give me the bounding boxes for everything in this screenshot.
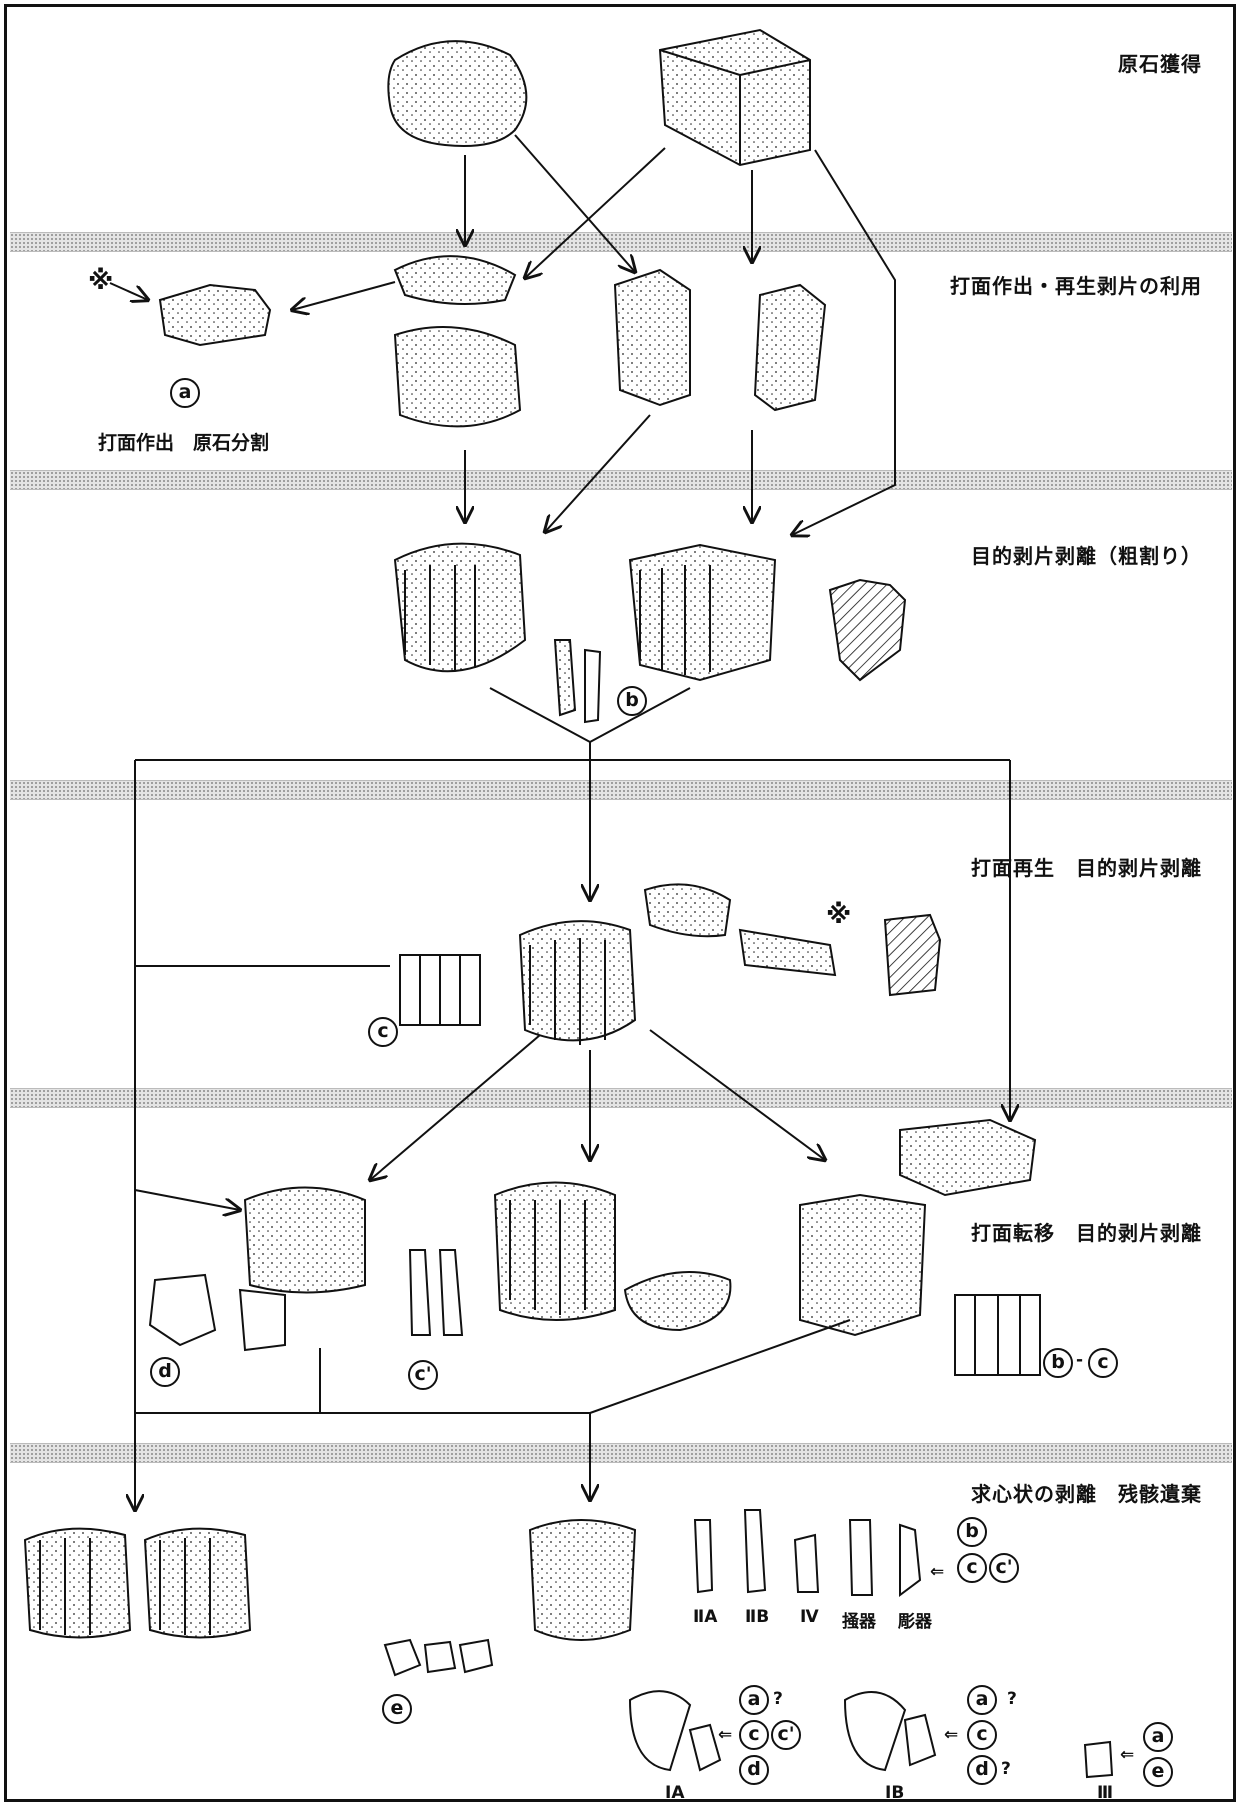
split-stone-2 xyxy=(755,285,825,410)
tool-IA-small xyxy=(690,1725,720,1770)
tool-IV xyxy=(795,1535,818,1592)
circle-label-d: d xyxy=(739,1755,769,1785)
blade-core-1 xyxy=(395,544,525,672)
circle-label-e: e xyxy=(382,1694,412,1724)
derivation-arrow: ⇐ xyxy=(930,1562,944,1582)
circle-label-a: a xyxy=(967,1685,997,1715)
tool-name-IIA: ⅡA xyxy=(693,1607,717,1627)
raw-stone-cube xyxy=(660,30,810,165)
stage-label-centripetal-discard: 求心状の剥離 残骸遺棄 xyxy=(971,1478,1202,1507)
tool-name-IV: Ⅳ xyxy=(800,1607,819,1627)
tool-IIA xyxy=(695,1520,712,1592)
tool-name-scraper: 掻器 xyxy=(842,1607,876,1632)
tool-name-IIB: ⅡB xyxy=(745,1607,769,1627)
tool-name-III: Ⅲ xyxy=(1097,1783,1113,1803)
circle-label-b: b xyxy=(957,1517,987,1547)
circle-label-a: a xyxy=(1143,1722,1173,1752)
platform-slab xyxy=(900,1120,1035,1195)
tool-name-graver: 彫器 xyxy=(898,1607,932,1632)
tool-III xyxy=(1085,1742,1112,1777)
circle-label-a: a xyxy=(170,378,200,408)
question-mark: ? xyxy=(1007,1689,1017,1709)
platform-flake xyxy=(395,256,515,304)
asterisk-mark: ※ xyxy=(88,266,113,296)
stage-label-raw-material: 原石獲得 xyxy=(1118,48,1202,77)
tool-IB-small xyxy=(905,1715,935,1765)
tool-name-IB: ⅠB xyxy=(885,1783,904,1803)
tool-IA-large xyxy=(630,1691,690,1770)
stage-label-platform-shift: 打面転移 目的剥片剥離 xyxy=(971,1217,1202,1246)
stage-label-rough-blade-removal: 目的剥片剥離（粗割り） xyxy=(971,540,1202,569)
core-c-prime xyxy=(495,1183,615,1321)
circle-label-c-prime: c' xyxy=(989,1553,1019,1583)
asterisk-mark: ※ xyxy=(826,900,851,930)
split-stone-1 xyxy=(615,270,690,405)
platform-split-label: 打面作出 原石分割 xyxy=(98,428,269,455)
circle-label-a: a xyxy=(739,1685,769,1715)
flake-oval xyxy=(625,1272,730,1330)
blade-core-2 xyxy=(630,545,775,680)
core-d xyxy=(245,1188,365,1293)
rejuvenation-flake xyxy=(830,580,905,680)
rejuv-flake-2 xyxy=(740,930,835,975)
stage-label-platform-preparation: 打面作出・再生剥片の利用 xyxy=(950,270,1202,299)
derivation-arrow: ⇐ xyxy=(944,1725,958,1745)
centripetal-core xyxy=(530,1520,635,1640)
circle-label-b: b xyxy=(1043,1348,1073,1378)
tool-IIB xyxy=(745,1510,765,1592)
central-blade-core xyxy=(520,921,635,1040)
tool-name-IA: ⅠA xyxy=(665,1783,684,1803)
rejuv-flake-3 xyxy=(885,915,940,995)
tool-scraper xyxy=(850,1520,872,1595)
tool-IB-large xyxy=(845,1692,905,1770)
platform-core-left xyxy=(160,285,270,345)
core-b-c xyxy=(800,1195,925,1335)
circle-label-e: e xyxy=(1143,1757,1173,1787)
question-mark: ? xyxy=(773,1689,783,1709)
blade-b2 xyxy=(585,650,600,722)
circle-label-c: c xyxy=(1088,1348,1118,1378)
circle-label-d: d xyxy=(150,1357,180,1387)
circle-label-c: c xyxy=(739,1720,769,1750)
derivation-arrow: ⇐ xyxy=(1120,1745,1134,1765)
circle-label-c-prime: c' xyxy=(771,1720,801,1750)
stage-label-platform-rejuvenation: 打面再生 目的剥片剥離 xyxy=(971,852,1202,881)
derivation-arrow: ⇐ xyxy=(718,1725,732,1745)
circle-label-c: c xyxy=(957,1553,987,1583)
tool-graver xyxy=(900,1525,920,1595)
blade-b1 xyxy=(555,640,575,715)
dash-label: - xyxy=(1076,1350,1083,1370)
circle-label-d: d xyxy=(967,1755,997,1785)
circle-label-c: c xyxy=(368,1017,398,1047)
flakes-e xyxy=(385,1640,492,1675)
circle-label-b: b xyxy=(617,686,647,716)
rejuv-flake-1 xyxy=(645,884,730,936)
blades-c-prime xyxy=(410,1250,462,1335)
raw-stone-round xyxy=(388,41,526,146)
core-blank xyxy=(395,327,520,426)
circle-label-c-prime: c' xyxy=(408,1360,438,1390)
circle-label-c: c xyxy=(967,1720,997,1750)
question-mark: ? xyxy=(1001,1759,1011,1779)
